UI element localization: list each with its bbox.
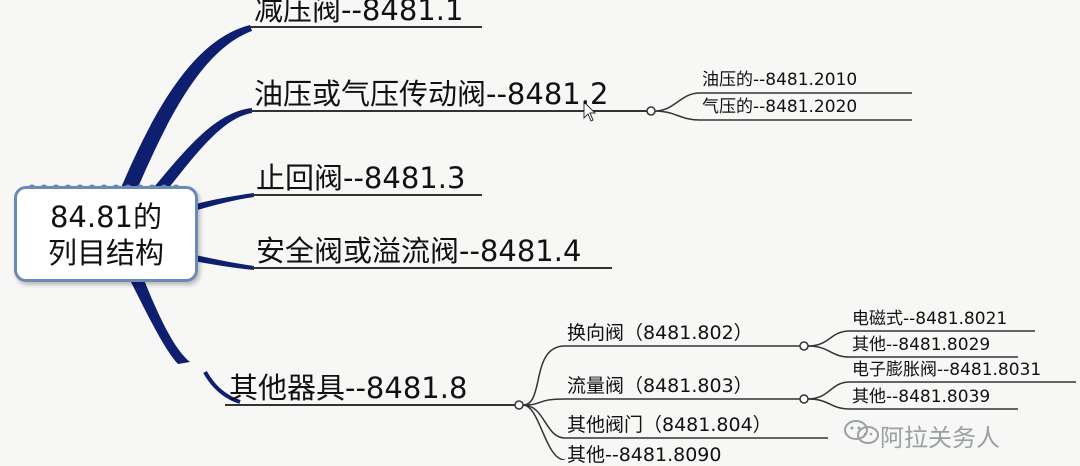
- topic-8481-3[interactable]: 止回阀--8481.3: [256, 161, 466, 195]
- topic-8481-8[interactable]: 其他器具--8481.8: [229, 371, 468, 405]
- subtopic-8481-803[interactable]: 流量阀（8481.803）: [567, 375, 753, 397]
- connector-802: [522, 345, 566, 406]
- subtopic-8481-8029[interactable]: 其他--8481.8029: [852, 335, 991, 355]
- subtopic-8481-8021[interactable]: 电磁式--8481.8021: [852, 309, 1008, 329]
- topic-8481-2[interactable]: 油压或气压传动阀--8481.2: [254, 77, 609, 111]
- connector-8031: [807, 381, 851, 400]
- root-title-line2: 列目结构: [47, 236, 164, 270]
- subtopic-8481-2020[interactable]: 气压的--8481.2020: [702, 97, 858, 117]
- connector-804: [522, 404, 566, 439]
- topic-8481-4[interactable]: 安全阀或溢流阀--8481.4: [256, 234, 582, 268]
- subtopic-8481-8039[interactable]: 其他--8481.8039: [852, 387, 991, 407]
- node-dot-802[interactable]: [799, 341, 809, 351]
- subtopic-8481-802[interactable]: 换向阀（8481.802）: [567, 322, 753, 344]
- trunk-to-8481-3: [188, 193, 254, 212]
- trunk-to-8481-1: [120, 25, 252, 192]
- connector-8090: [522, 404, 566, 460]
- connector-8021: [807, 330, 851, 347]
- root-title-line1: 84.81的: [49, 200, 163, 234]
- node-dot-803[interactable]: [799, 394, 809, 404]
- node-dot-8481-2[interactable]: [646, 106, 656, 116]
- subtopic-8481-8031[interactable]: 电子膨胀阀--8481.8031: [852, 360, 1042, 380]
- wechat-icon: [842, 418, 882, 446]
- topic-8481-1[interactable]: 减压阀--8481.1: [254, 0, 464, 27]
- connector-8029: [807, 345, 851, 358]
- connector-8039: [807, 398, 851, 410]
- subtopic-8481-8090[interactable]: 其他--8481.8090: [567, 444, 722, 466]
- trunk-to-8481-4: [188, 254, 254, 270]
- subtopic-8481-2010[interactable]: 油压的--8481.2010: [702, 70, 858, 90]
- root-topic-box[interactable]: 84.81的 列目结构: [14, 186, 198, 282]
- mouse-cursor-icon: [583, 100, 597, 122]
- subtopic-8481-804[interactable]: 其他阀门（8481.804）: [567, 414, 772, 436]
- trunk-to-8481-8b: [203, 371, 241, 404]
- node-dot-8481-8[interactable]: [514, 400, 524, 410]
- trunk-to-8481-8: [128, 275, 190, 364]
- connector-2010: [654, 92, 701, 112]
- watermark-text: 阿拉关务人: [880, 424, 1000, 452]
- connector-2020: [654, 110, 701, 121]
- trunk-to-8481-2: [150, 108, 252, 194]
